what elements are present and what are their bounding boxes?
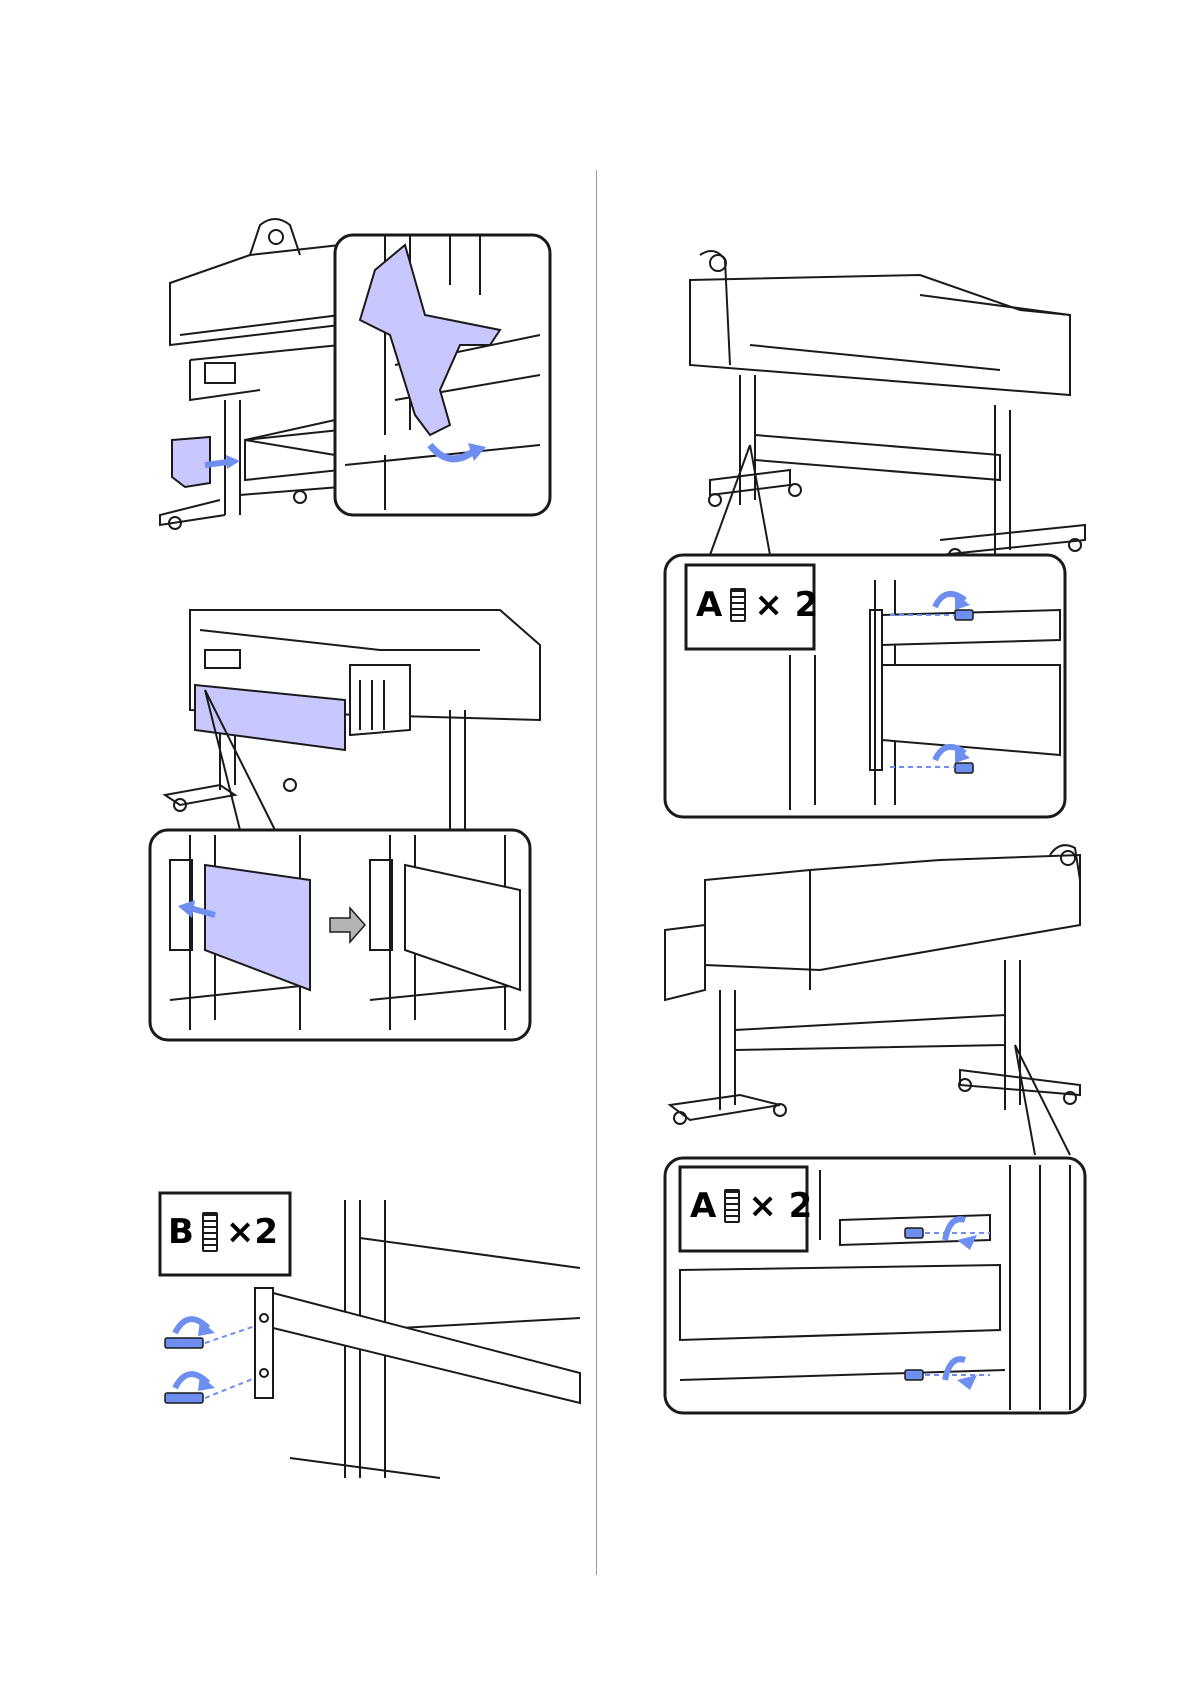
figure-right-screws-a-left: A × 2	[670, 235, 1090, 825]
callout-screw-a-2: A × 2	[690, 1186, 812, 1226]
callout-quantity: × 2	[754, 585, 818, 625]
bolt-icon	[724, 1189, 740, 1223]
callout-letter: A	[696, 585, 722, 625]
callout-screw-a-1: A × 2	[696, 585, 818, 625]
callout-quantity: ×2	[226, 1212, 278, 1252]
callout-quantity: × 2	[748, 1186, 812, 1226]
bolt-icon	[730, 588, 746, 622]
figure-left-attach-bracket	[150, 215, 580, 535]
figure-left-screws-b: B ×2	[160, 1188, 580, 1478]
figure-right-screws-a-right: A × 2	[660, 840, 1100, 1420]
figure-left-attach-crossbar	[160, 590, 580, 1145]
column-divider	[596, 170, 597, 1575]
bolt-icon	[202, 1212, 218, 1252]
callout-letter: B	[168, 1212, 194, 1252]
callout-letter: A	[690, 1186, 716, 1226]
callout-screw-b: B ×2	[168, 1212, 278, 1252]
